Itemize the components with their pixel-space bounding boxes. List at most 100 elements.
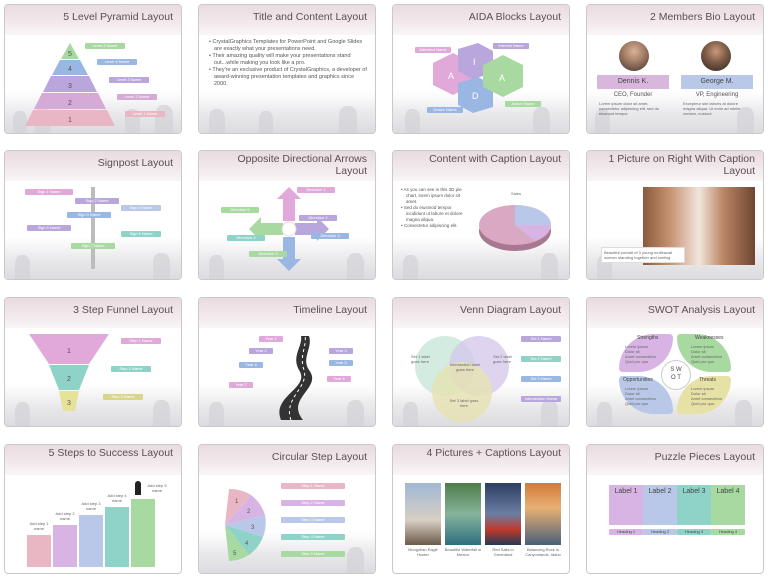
- photo-waterfall: [445, 483, 481, 545]
- slide-title: Timeline Layout: [293, 304, 367, 316]
- swot-heading: Strengths: [637, 335, 659, 341]
- step-bar: [131, 499, 155, 567]
- slide-content-with-caption[interactable]: Content with Caption Layout • As you can…: [392, 150, 570, 280]
- aida-graphic: A I D A: [433, 43, 523, 113]
- aida-label: Action Name: [505, 101, 541, 107]
- pyramid-level-1: 1: [68, 117, 72, 124]
- slide-swot-analysis[interactable]: SWOT Analysis Layout S W O T Strengths W…: [586, 297, 764, 427]
- crowd-background: [5, 384, 181, 426]
- slide-title-and-content[interactable]: Title and Content Layout • CrystalGraphi…: [198, 4, 376, 134]
- slide-header: [393, 445, 569, 475]
- venn-set-name: Intersection Name: [521, 396, 561, 402]
- sign: Sign 2 Name: [75, 198, 119, 204]
- photo-caption: Mongolian Eagle Hunter: [408, 547, 438, 557]
- venn-label: Intersection label goes here: [449, 362, 481, 372]
- aida-label: Attention Name: [415, 47, 451, 53]
- slide-title: SWOT Analysis Layout: [647, 304, 755, 316]
- bullet-item: • CrystalGraphics Templates for PowerPoi…: [209, 39, 363, 52]
- slide-header: [199, 151, 375, 181]
- arrows-graphic: [249, 187, 329, 271]
- circular-step-number: 3: [251, 525, 255, 531]
- puzzle-piece: Label 4: [711, 485, 745, 525]
- direction-label: Direction 2: [299, 215, 337, 221]
- pyramid-level-4: 4: [68, 66, 72, 73]
- funnel-step-1: 1: [67, 348, 71, 355]
- bullet-item: • Consectetur adipiscing elit.: [401, 223, 458, 228]
- pyramid-graphic: 5 4 3 2 1: [25, 43, 115, 126]
- member-role: CEO, Founder: [613, 92, 653, 98]
- member-bio: Excepteur sint laboris at dolore magna a…: [683, 101, 741, 116]
- bullet-list: • As you can see in this 3D pie chart, l…: [401, 187, 467, 229]
- bullet-item: • They're an exclusive product of Crysta…: [209, 67, 367, 87]
- funnel-step-2: 2: [67, 376, 71, 383]
- slide-2-members-bio[interactable]: 2 Members Bio Layout Dennis K. George M.…: [586, 4, 764, 134]
- venn-graphic: [415, 336, 509, 422]
- slide-header: [587, 445, 763, 475]
- level-label: Level 5 Name: [85, 43, 125, 49]
- venn-set-name: Set 2 Name: [521, 356, 561, 362]
- slide-title: 2 Members Bio Layout: [649, 11, 755, 23]
- puzzle-piece: Label 3: [677, 485, 711, 525]
- signpost-pole: [91, 187, 95, 269]
- swot-center: S W O T: [661, 360, 691, 390]
- puzzle-heading: Heading 1: [609, 529, 643, 535]
- puzzle-piece: Label 2: [643, 485, 677, 525]
- funnel-graphic: 1 2 3: [29, 334, 109, 411]
- funnel-step-3: 3: [67, 400, 71, 407]
- circular-step-name: Step 2 Name: [281, 500, 345, 506]
- circular-step-name: Step 1 Name: [281, 483, 345, 489]
- aida-label: Interest Name: [493, 43, 529, 49]
- slide-venn-diagram[interactable]: Venn Diagram Layout Set 1 label goes her…: [392, 297, 570, 427]
- direction-label: Direction 6: [221, 207, 259, 213]
- pyramid-level-5: 5: [68, 51, 72, 58]
- aida-letter-d: D: [472, 91, 479, 101]
- slide-header: [5, 445, 181, 475]
- puzzle-heading: Heading 2: [643, 529, 677, 535]
- slide-signpost[interactable]: Signpost Layout Sign 1 Name Sign 2 Name …: [4, 150, 182, 280]
- funnel-step-name: Step 2 Name: [111, 366, 151, 372]
- avatar: [619, 41, 649, 71]
- timeline-year: Year 1: [259, 336, 283, 342]
- slide-4-pictures-captions[interactable]: 4 Pictures + Captions Layout Mongolian E…: [392, 444, 570, 574]
- photo-red-sails: [485, 483, 521, 545]
- slide-timeline[interactable]: Timeline Layout Year 1 Year 2 Year 3 Yea…: [198, 297, 376, 427]
- slide-header: [587, 298, 763, 328]
- member-bio: Lorem ipsum dolor sit amet, consectetur …: [599, 101, 660, 116]
- bullet-item: • As you can see in this 3D pie chart, l…: [401, 187, 462, 204]
- step-name: Add step 3 name: [81, 501, 101, 511]
- funnel-step-name: Step 3 Name: [103, 394, 143, 400]
- crowd-background: [587, 91, 763, 133]
- timeline-year: Year 5: [329, 360, 353, 366]
- slide-5-steps-to-success[interactable]: 5 Steps to Success Layout Add step 1 nam…: [4, 444, 182, 574]
- slide-header: [393, 5, 569, 35]
- photo-caption: Beautiful Waterfall in Mexico: [444, 547, 482, 557]
- photo-caption: Red Sails in Greenland: [492, 547, 514, 557]
- slide-opposite-directional-arrows[interactable]: Opposite Directional Arrows Layout Direc…: [198, 150, 376, 280]
- slide-3-step-funnel[interactable]: 3 Step Funnel Layout 1 2 3 Step 1 Name S…: [4, 297, 182, 427]
- puzzle-heading: Heading 3: [677, 529, 711, 535]
- slide-title: 4 Pictures + Captions Layout: [426, 447, 561, 459]
- funnel-step-name: Step 1 Name: [121, 338, 161, 344]
- slide-aida-blocks[interactable]: AIDA Blocks Layout A I D A Attention Nam…: [392, 4, 570, 134]
- sign: Sign 6 Name: [121, 231, 161, 237]
- slide-5-level-pyramid[interactable]: 5 Level Pyramid Layout 5 4 3 2 1 Level 5…: [4, 4, 182, 134]
- slide-header: [5, 298, 181, 328]
- aida-letter-a2: A: [499, 73, 505, 83]
- circular-step-number: 4: [245, 541, 249, 547]
- slide-circular-step[interactable]: Circular Step Layout 1 2 3 4 5 Step 1 Na…: [198, 444, 376, 574]
- circular-step-number: 2: [247, 509, 251, 515]
- photo-balancing-rock: [525, 483, 561, 545]
- slide-1-picture-right-caption[interactable]: 1 Picture on Right With Caption Layout B…: [586, 150, 764, 280]
- step-bar: [27, 535, 51, 567]
- venn-label: Set 1 label goes here: [411, 354, 430, 364]
- sign: Sign 5 Name: [27, 225, 71, 231]
- slide-puzzle-pieces[interactable]: Puzzle Pieces Layout Label 1 Label 2 Lab…: [586, 444, 764, 574]
- aida-label: Desire Name: [427, 107, 463, 113]
- slide-title: 5 Steps to Success Layout: [48, 447, 173, 459]
- circular-step-name: Step 5 Name: [281, 551, 345, 557]
- slide-header: [199, 5, 375, 35]
- road-graphic: [279, 336, 313, 420]
- pyramid-level-2: 2: [68, 100, 72, 107]
